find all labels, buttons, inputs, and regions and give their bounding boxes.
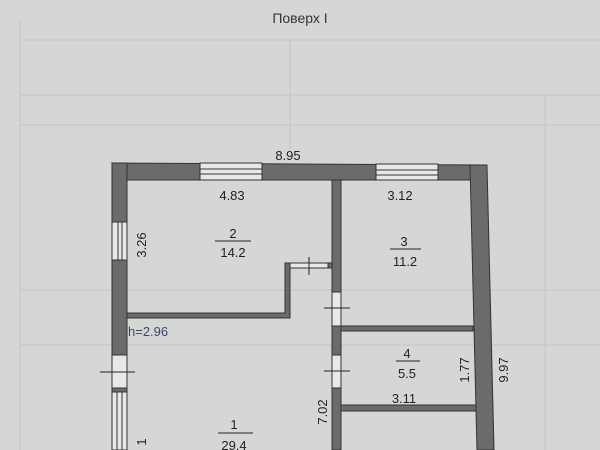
dim-total-width: 8.95 bbox=[275, 148, 300, 163]
room1-length: 7.02 bbox=[315, 399, 330, 424]
room1-number: 1 bbox=[230, 417, 237, 432]
window-room2-top bbox=[199, 162, 263, 181]
dim-total-depth: 9.97 bbox=[496, 357, 511, 382]
room1-area: 29.4 bbox=[221, 438, 246, 450]
floor-title: Поверх I bbox=[272, 10, 327, 26]
room4-width: 1.77 bbox=[457, 357, 472, 382]
window-room3-top bbox=[375, 163, 439, 181]
room3-area: 11.2 bbox=[393, 254, 417, 269]
ceiling-height: h=2.96 bbox=[128, 324, 168, 339]
room3-length: 3.12 bbox=[387, 188, 412, 203]
room2-length: 4.83 bbox=[219, 188, 244, 203]
door-room3 bbox=[331, 291, 342, 327]
room2-area: 14.2 bbox=[220, 245, 245, 260]
door-marks bbox=[100, 257, 350, 373]
room1-width: 1 bbox=[134, 438, 149, 445]
wall-right bbox=[469, 164, 495, 450]
wall-room3-bottom bbox=[340, 325, 474, 332]
room4-length: 3.11 bbox=[392, 391, 416, 406]
window-room2-left bbox=[111, 221, 128, 261]
room4-area: 5.5 bbox=[398, 366, 416, 381]
room4-number: 4 bbox=[403, 346, 410, 361]
background-grid bbox=[19, 20, 600, 450]
room3-number: 3 bbox=[400, 234, 407, 249]
room2-width: 3.26 bbox=[134, 232, 149, 257]
window-room1-left bbox=[111, 391, 128, 450]
room2-number: 2 bbox=[229, 226, 236, 241]
wall-room4-bottom bbox=[340, 404, 477, 412]
wall-room2 bbox=[126, 262, 333, 319]
walls bbox=[110, 162, 495, 450]
